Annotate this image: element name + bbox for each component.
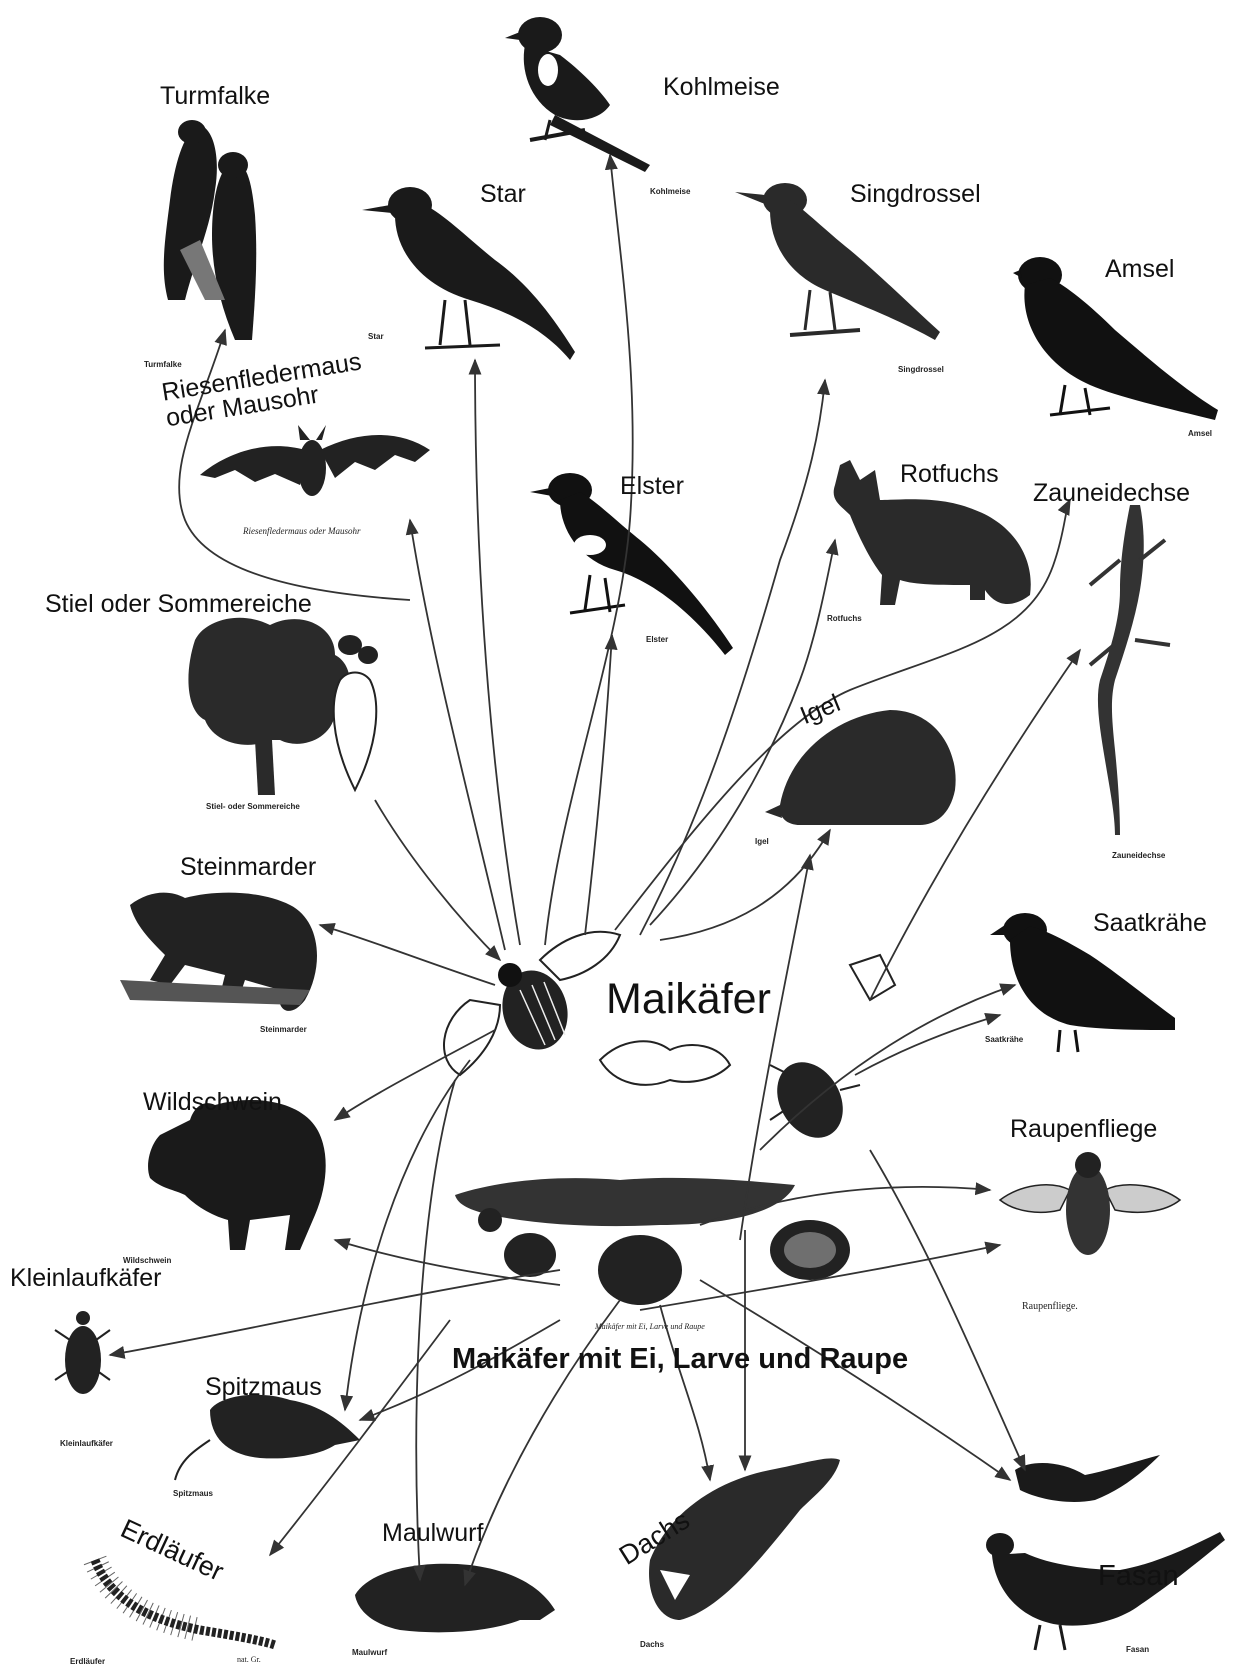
label-rotfuchs: Rotfuchs (900, 462, 999, 487)
raupenfliege-illustration (1000, 1152, 1180, 1255)
eiche-illustration (188, 618, 378, 795)
label-zauneidechse: Zauneidechse (1033, 481, 1190, 506)
label-saatkraehe: Saatkrähe (1093, 911, 1207, 936)
label-maikaefer: Maikäfer (606, 978, 771, 1021)
label-spitzmaus: Spitzmaus (205, 1375, 322, 1400)
label-steinmarder: Steinmarder (180, 855, 316, 880)
label-star: Star (480, 182, 526, 207)
caption-amsel: Amsel (1188, 430, 1212, 438)
caption-erdlaeufer-scale: nat. Gr. (237, 1656, 261, 1664)
label-kohlmeise: Kohlmeise (663, 75, 780, 100)
arrow-to-wildschwein (335, 1030, 495, 1120)
label-maikaefer-mit-ei: Maikäfer mit Ei, Larve und Raupe (452, 1345, 908, 1374)
maikaefer-illustration (444, 932, 620, 1075)
caption-dachs: Dachs (640, 1641, 664, 1649)
kohlmeise-illustration (505, 17, 650, 172)
arrow-to-dachs (660, 1305, 710, 1480)
caption-raupenfliege: Raupenfliege. (1022, 1302, 1078, 1312)
caption-kleinlaufkaefer: Kleinlaufkäfer (60, 1440, 113, 1448)
caption-rotfuchs: Rotfuchs (827, 615, 862, 623)
caption-steinmarder: Steinmarder (260, 1026, 307, 1034)
caption-singdrossel: Singdrossel (898, 366, 944, 374)
caption-maulwurf: Maulwurf (352, 1649, 387, 1657)
star-illustration (362, 187, 575, 360)
wildschwein-illustration (148, 1100, 326, 1250)
arrow-to-singdrossel (640, 380, 825, 935)
label-maulwurf: Maulwurf (382, 1521, 483, 1546)
label-eiche: Stiel oder Sommereiche (45, 592, 312, 617)
arrow-maikaefer-to-maulwurf (416, 1080, 455, 1580)
caption-igel: Igel (755, 838, 769, 846)
caption-star: Star (368, 333, 384, 341)
caption-erdlaeufer: Erdläufer (70, 1658, 105, 1666)
arrow-to-steinmarder (320, 925, 495, 985)
label-elster: Elster (620, 474, 684, 499)
kleinlaufkaefer-illustration (55, 1311, 110, 1394)
caption-spitzmaus: Spitzmaus (173, 1490, 213, 1498)
maulwurf-illustration (355, 1564, 555, 1633)
arrow-to-elster (585, 635, 612, 935)
caption-kohlmeise: Kohlmeise (650, 188, 690, 196)
caption-zauneidechse: Zauneidechse (1112, 852, 1165, 860)
caption-elster: Elster (646, 636, 668, 644)
steinmarder-illustration (120, 893, 317, 1011)
label-turmfalke: Turmfalke (160, 84, 270, 109)
fledermaus-illustration (200, 425, 430, 496)
caption-fledermaus: Riesenfledermaus oder Mausohr (243, 527, 360, 536)
caption-saatkraehe: Saatkrähe (985, 1036, 1023, 1044)
label-singdrossel: Singdrossel (850, 182, 981, 207)
zauneidechse-illustration (1090, 505, 1170, 835)
spitzmaus-illustration (175, 1395, 360, 1480)
arrow-from-eiche (375, 800, 500, 960)
label-amsel: Amsel (1105, 257, 1174, 282)
turmfalke-illustration (164, 120, 256, 340)
fasan-illustration (986, 1455, 1225, 1650)
arrow-larve-to-fasan (700, 1280, 1010, 1480)
label-wildschwein: Wildschwein (143, 1090, 282, 1115)
caption-fasan: Fasan (1126, 1646, 1149, 1654)
caption-maikaefer-mit-ei: Maikäfer mit Ei, Larve und Raupe (595, 1323, 705, 1331)
arrow-to-star (475, 360, 520, 945)
caption-eiche: Stiel- oder Sommereiche (206, 803, 300, 811)
label-fasan: Fasan (1098, 1562, 1179, 1591)
arrow-to-fledermaus (410, 520, 505, 950)
caption-turmfalke: Turmfalke (144, 361, 182, 369)
label-kleinlaufkaefer: Kleinlaufkäfer (10, 1266, 161, 1291)
label-raupenfliege: Raupenfliege (1010, 1117, 1157, 1142)
